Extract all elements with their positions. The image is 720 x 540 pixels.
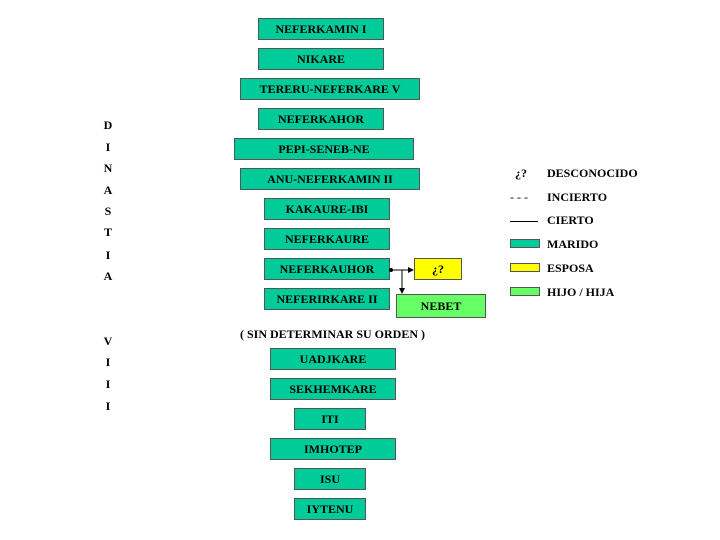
pharaoh-box: UADJKARE: [270, 348, 396, 370]
side-letter: I: [105, 140, 111, 154]
legend-uncertain: INCIERTO: [547, 190, 608, 204]
legend-solid-line-icon: [510, 221, 538, 222]
pharaoh-box: ISU: [294, 468, 366, 490]
pharaoh-box: ITI: [294, 408, 366, 430]
pharaoh-box: NEFERKAUHOR: [264, 258, 390, 280]
pharaoh-box: SEKHEMKARE: [270, 378, 396, 400]
pharaoh-box: NEFERKAURE: [264, 228, 390, 250]
side-letter: V: [103, 334, 113, 348]
pharaoh-box: IYTENU: [294, 498, 366, 520]
side-letter: I: [105, 355, 111, 369]
legend-child: HIJO / HIJA: [547, 285, 615, 299]
undetermined-order-note: ( SIN DETERMINAR SU ORDEN ): [240, 327, 426, 341]
side-letter: D: [103, 118, 113, 132]
wife-box: ¿?: [414, 258, 462, 280]
side-letter: A: [103, 269, 113, 283]
side-letter: S: [104, 204, 112, 218]
child-box: NEBET: [396, 294, 486, 318]
pharaoh-box: TERERU-NEFERKARE V: [240, 78, 420, 100]
legend-husband: MARIDO: [547, 237, 599, 251]
side-letter: I: [105, 377, 111, 391]
pharaoh-box: ANU-NEFERKAMIN II: [240, 168, 420, 190]
legend-wife-swatch: [510, 263, 540, 272]
side-letter: I: [105, 399, 111, 413]
legend-wife: ESPOSA: [547, 261, 594, 275]
pharaoh-box: NEFERKAMIN I: [258, 18, 384, 40]
pharaoh-box: PEPI-SENEB-NE: [234, 138, 414, 160]
side-letter: N: [103, 161, 113, 175]
pharaoh-box: NEFERKAHOR: [258, 108, 384, 130]
side-letter: T: [103, 225, 112, 239]
side-letter: A: [103, 183, 113, 197]
pharaoh-box: NEFERIRKARE II: [264, 288, 390, 310]
legend-unknown-symbol: ¿?: [515, 166, 527, 180]
side-letter: I: [105, 248, 111, 262]
legend-certain: CIERTO: [547, 213, 594, 227]
pharaoh-box: IMHOTEP: [270, 438, 396, 460]
pharaoh-box: KAKAURE-IBI: [264, 198, 390, 220]
legend-unknown: DESCONOCIDO: [547, 166, 638, 180]
pharaoh-box: NIKARE: [258, 48, 384, 70]
legend-husband-swatch: [510, 239, 540, 248]
legend-dashed-line-icon: - - -: [510, 190, 528, 204]
legend-child-swatch: [510, 287, 540, 296]
